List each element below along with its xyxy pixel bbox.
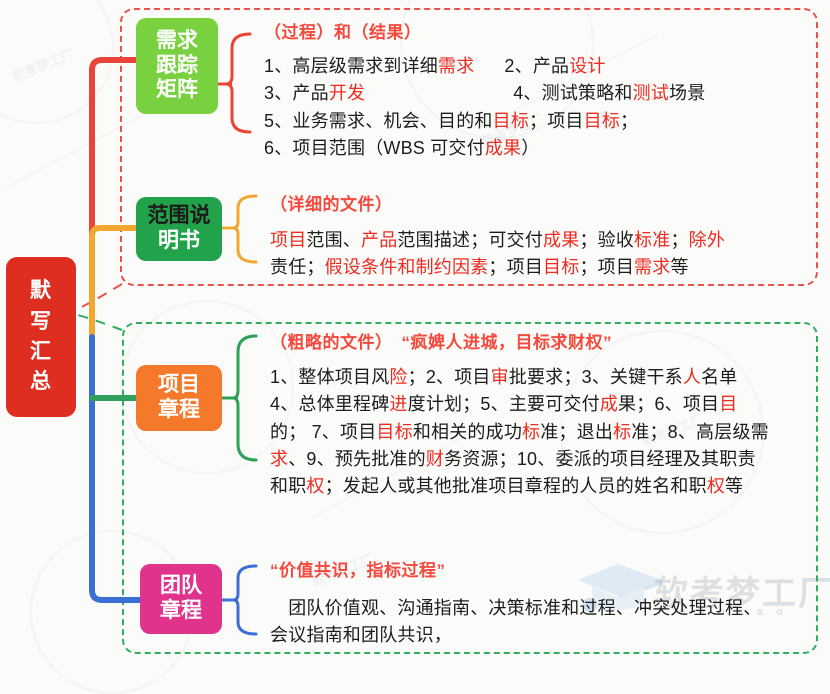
node-root-line-2: 写 bbox=[30, 309, 52, 333]
scope-line-2: 责任；假设条件和制约因素；项目目标；项目需求等 bbox=[270, 257, 689, 278]
content-scope: （详细的文件） 项目范围、产品范围描述；可交付成果；验收标准；除外 责任；假设条… bbox=[270, 190, 818, 282]
node-team-charter[interactable]: 团队 章程 bbox=[140, 564, 222, 634]
scope-body: 项目范围、产品范围描述；可交付成果；验收标准；除外 责任；假设条件和制约因素；项… bbox=[270, 227, 818, 282]
rtm-heading: （过程）和（结果） bbox=[264, 23, 422, 42]
node-root-line-3: 汇 bbox=[30, 340, 52, 363]
charter-line-1: 1、整体项目风险；2、项目审批要求；3、关键干系人名单 bbox=[270, 367, 738, 387]
node-root[interactable]: 默 写 汇 总 bbox=[6, 257, 76, 417]
rtm-line-4: 6、项目范围（WBS 可交付成果） bbox=[264, 138, 540, 159]
node-root-line-4: 总 bbox=[30, 370, 52, 394]
scope-heading: （详细的文件） bbox=[270, 195, 393, 214]
watermark-ring-1 bbox=[0, 0, 114, 124]
team-heading: “价值共识，指标过程” bbox=[270, 561, 446, 580]
node-team-line-2: 章程 bbox=[160, 599, 202, 622]
node-root-line-1: 默 bbox=[30, 279, 52, 303]
node-team-line-1: 团队 bbox=[160, 574, 202, 598]
node-rtm-line-3: 矩阵 bbox=[156, 78, 198, 102]
charter-line-4: 求、9、预先批准的财务资源；10、委派的项目经理及其职责 bbox=[270, 449, 756, 470]
team-line-2: 会议指南和团队共识， bbox=[270, 625, 452, 646]
scope-line-1: 项目范围、产品范围描述；可交付成果；验收标准；除外 bbox=[270, 230, 726, 250]
charter-body: 1、整体项目风险；2、项目审批要求；3、关键干系人名单 4、总体里程碑进度计划；… bbox=[270, 364, 822, 501]
content-charter: （粗略的文件） “疯婢人进城，目标求财权” 1、整体项目风险；2、项目审批要求；… bbox=[270, 328, 822, 501]
node-rtm-line-2: 跟踪 bbox=[156, 53, 198, 77]
content-team: “价值共识，指标过程” 团队价值观、沟通指南、决策标准和过程、冲突处理过程、 会… bbox=[270, 556, 818, 650]
team-line-1: 团队价值观、沟通指南、决策标准和过程、冲突处理过程、 bbox=[270, 598, 762, 618]
watermark-text-1: 软考梦工厂 bbox=[9, 46, 76, 85]
charter-line-5: 和职权；发起人或其他批准项目章程的人员的姓名和职权等 bbox=[270, 476, 744, 497]
charter-line-2: 4、总体里程碑进度计划；5、主要可交付成果；6、项目目 bbox=[270, 394, 738, 415]
team-body: 团队价值观、沟通指南、决策标准和过程、冲突处理过程、 会议指南和团队共识， bbox=[270, 595, 818, 650]
charter-heading: （粗略的文件） “疯婢人进城，目标求财权” bbox=[270, 333, 612, 352]
node-scope-statement[interactable]: 范围说 明书 bbox=[136, 197, 222, 261]
node-charter-line-1: 项目 bbox=[158, 373, 200, 397]
node-rtm-line-1: 需求 bbox=[156, 28, 198, 52]
node-charter-line-2: 章程 bbox=[158, 398, 200, 421]
charter-line-3: 的； 7、项目目标和相关的成功标准；退出标准；8、高层级需 bbox=[270, 421, 769, 442]
rtm-line-3: 5、业务需求、机会、目的和目标；项目目标； bbox=[264, 110, 639, 131]
node-project-charter[interactable]: 项目 章程 bbox=[136, 365, 222, 431]
node-scope-line-2: 明书 bbox=[158, 229, 200, 252]
node-requirements-traceability-matrix[interactable]: 需求 跟踪 矩阵 bbox=[136, 18, 218, 114]
node-scope-line-1: 范围说 bbox=[147, 204, 211, 228]
